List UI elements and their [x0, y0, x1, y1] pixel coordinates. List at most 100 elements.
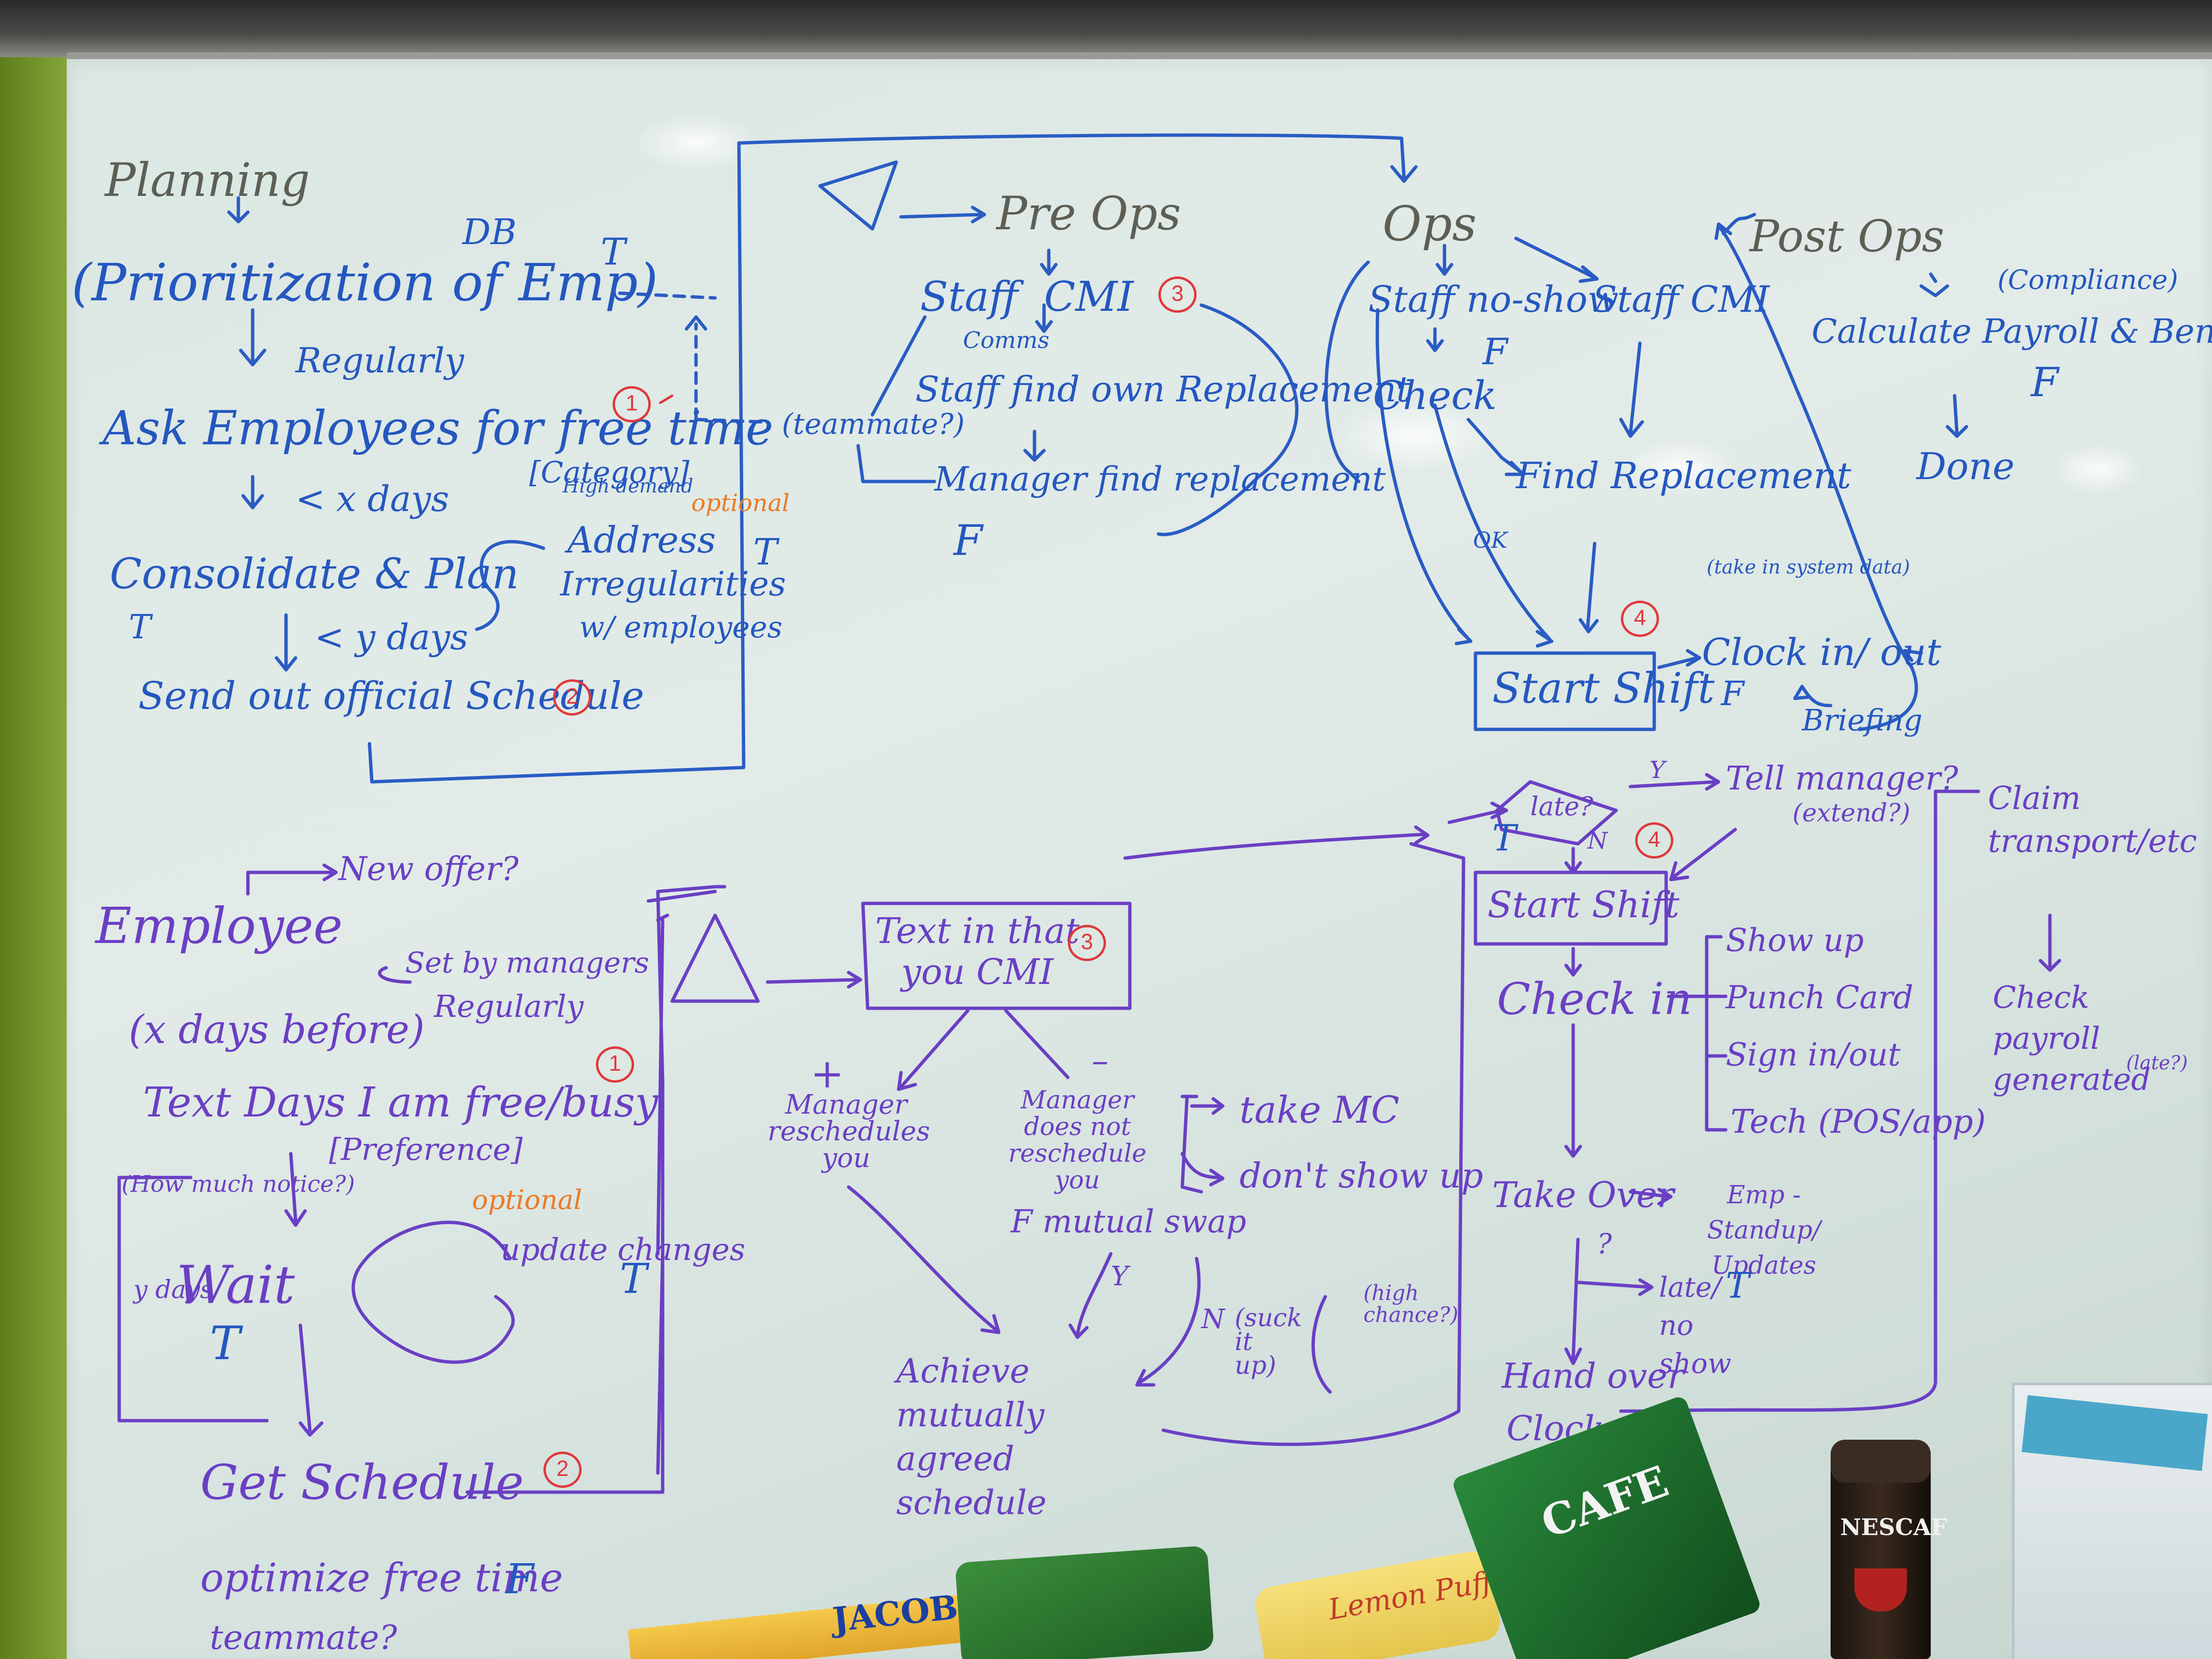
check-in-node: Check in: [1497, 973, 1692, 1024]
briefing-label: Briefing: [1802, 703, 1923, 737]
optional-employee: optional: [472, 1185, 583, 1216]
coffee-bag-label: CAFE: [1535, 1456, 1675, 1548]
category-label: [Category]: [529, 455, 690, 490]
manager-reschedules: Manager reschedules you: [768, 1089, 930, 1174]
check-payroll: Check payroll generated: [1993, 980, 2151, 1097]
late-t: T: [1492, 817, 1516, 859]
update-t: T: [620, 1255, 647, 1303]
blue-folder: [2021, 1395, 2208, 1471]
mutual-swap: F mutual swap: [1011, 1203, 1247, 1240]
ops-f: F: [1483, 330, 1508, 373]
lemon-puff-label: Lemon Puff: [1326, 1565, 1495, 1627]
preops-title: Pre Ops: [996, 187, 1181, 240]
show-up: Show up: [1726, 922, 1864, 959]
ops-staff-cmi: Staff CMI: [1592, 278, 1770, 320]
ask-employees-node: Ask Employees for free time: [102, 401, 774, 456]
get-schedule-node: Get Schedule: [200, 1454, 524, 1510]
staff-no-show: Staff no-show: [1368, 278, 1619, 320]
high-chance: (high chance?): [1363, 1281, 1458, 1327]
coffee-jar-label: NESCAF: [1840, 1514, 1947, 1541]
comms-label: Comms: [963, 327, 1050, 354]
start-shift-node: Start Shift: [1492, 664, 1715, 713]
take-over: Take Over: [1492, 1175, 1674, 1216]
teammate-employee: teammate?: [210, 1618, 397, 1657]
glare: [1335, 400, 1497, 472]
plus-label: +: [810, 1050, 844, 1097]
late-note: (late?): [2126, 1052, 2188, 1074]
badge-2: 2: [553, 679, 591, 716]
extend-label: (extend?): [1792, 799, 1910, 828]
prioritization-node: (Prioritization of Emp): [72, 253, 658, 313]
set-by-managers: Set by managers: [405, 946, 649, 980]
late-no-show: late/ no show: [1659, 1271, 1731, 1380]
tell-manager: Tell manager?: [1726, 760, 1958, 798]
swap-n: N: [1201, 1304, 1225, 1335]
preops-cmi: CMI: [1044, 273, 1134, 321]
text-days-node: Text Days I am free/busy: [143, 1079, 658, 1126]
green-wall: [0, 57, 72, 1659]
clock-f: F: [1721, 674, 1744, 713]
calculate-payroll: Calculate Payroll & Benefits: [1812, 312, 2212, 351]
address-label: Address: [567, 519, 716, 561]
late-no-show-t: T: [1726, 1265, 1750, 1306]
x-days-label: < x days: [296, 479, 450, 520]
employee-regularly: Regularly: [434, 989, 584, 1024]
optional-label: optional: [691, 489, 790, 517]
wait-node: Wait: [176, 1254, 295, 1315]
question-mark: ?: [1597, 1228, 1612, 1260]
punch-card: Punch Card: [1726, 979, 1914, 1016]
teammate-label: (teammate?): [782, 408, 965, 441]
snack-pack: [954, 1545, 1215, 1659]
db-label: DB: [462, 212, 517, 253]
preops-staff: Staff: [920, 273, 1018, 321]
coffee-jar: NESCAF: [1831, 1440, 1947, 1659]
badge-1-employee: 1: [596, 1046, 634, 1083]
address-t: T: [753, 531, 778, 573]
optimize-free-time: optimize free time: [200, 1556, 563, 1601]
start-shift-employee: Start Shift: [1487, 883, 1679, 926]
badge-3-preops: 3: [1158, 276, 1197, 313]
preference-label: [Preference]: [329, 1132, 523, 1167]
badge-2-employee: 2: [543, 1452, 582, 1488]
emp-standup: Emp - Standup/ Updates: [1707, 1181, 1821, 1280]
tech-pos-app: Tech (POS/app): [1731, 1103, 1986, 1141]
wall-top: [0, 0, 2212, 57]
jar-lid: [1831, 1440, 1931, 1483]
how-much-notice: (How much notice?): [122, 1171, 355, 1198]
w-employees-label: w/ employees: [579, 610, 783, 645]
employee-title: Employee: [95, 897, 343, 955]
irregularities-label: Irregularities: [560, 564, 786, 604]
compliance-label: (Compliance): [1997, 265, 2178, 296]
optimize-f: F: [505, 1556, 534, 1603]
hand-over: Hand over: [1502, 1356, 1684, 1396]
late-n: N: [1587, 828, 1608, 854]
x-days-before: (x days before): [129, 1007, 425, 1053]
suck-it-up: (suck it up): [1235, 1304, 1302, 1380]
badge-1: 1: [613, 386, 651, 422]
swap-y: Y: [1111, 1261, 1128, 1292]
ok-label: OK: [1473, 527, 1508, 553]
achieve-schedule: Achieve mutually agreed schedule: [896, 1352, 1047, 1522]
storage-drawers: [2012, 1382, 2212, 1659]
consolidate-node: Consolidate & Plan: [110, 549, 519, 598]
planning-t: T: [601, 231, 626, 274]
dont-show-up: don't show up: [1239, 1156, 1484, 1196]
badge-4-shift: 4: [1635, 822, 1673, 859]
new-offer-label: New offer?: [338, 850, 519, 888]
y-days-wait: y days: [133, 1276, 213, 1304]
planning-title: Planning: [105, 154, 310, 207]
high-demand-label: High demand: [563, 475, 694, 497]
badge-4-ops: 4: [1621, 601, 1659, 637]
y-days-label: < y days: [315, 617, 469, 658]
update-changes: update changes: [501, 1232, 746, 1268]
badge-3-cmi: 3: [1068, 925, 1106, 961]
sign-in-out: Sign in/out: [1726, 1036, 1901, 1073]
ops-title: Ops: [1382, 196, 1477, 252]
preops-f: F: [953, 516, 983, 565]
clock-note: (take in system data): [1707, 556, 1910, 578]
minus-label: –: [1092, 1041, 1108, 1080]
claim-transport: Claim transport/etc: [1988, 780, 2197, 860]
postops-f: F: [2031, 359, 2059, 406]
